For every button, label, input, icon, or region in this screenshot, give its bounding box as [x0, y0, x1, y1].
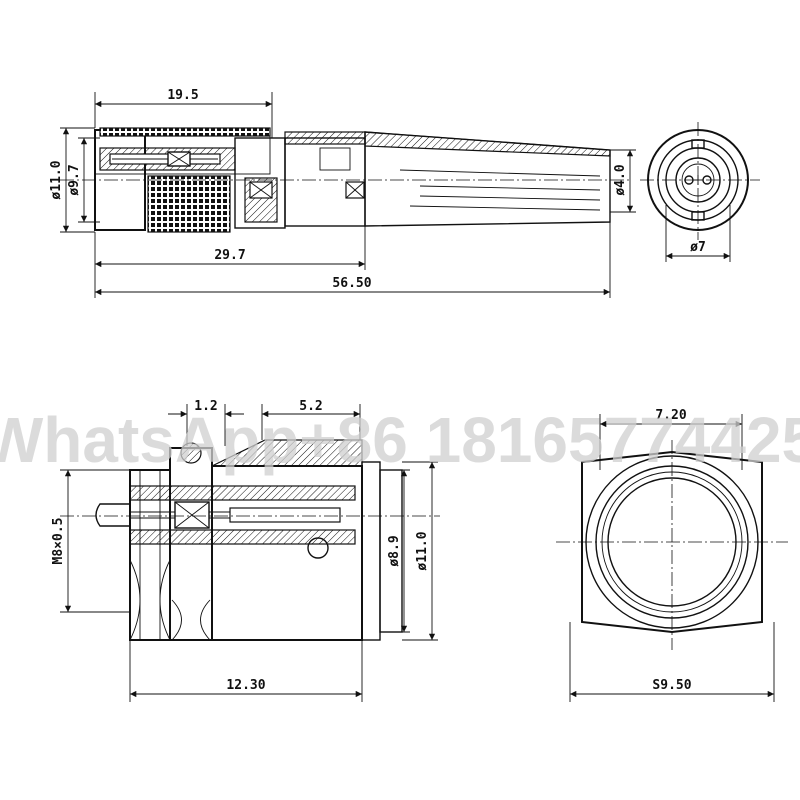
dim-flange-thickness: 1.2: [194, 399, 217, 414]
end-view-hex: 7.20 S9.50: [556, 408, 788, 702]
side-view-receptacle: 1.2 5.2 M8×0.5 ø8.9 ø11.0 12.30: [51, 399, 440, 702]
dim-body-diameter: ø8.9: [387, 535, 402, 566]
dim-cable-diameter: ø4.0: [613, 164, 628, 195]
dim-end-diameter: ø7: [690, 240, 706, 255]
dim-body-length: 19.5: [167, 88, 198, 103]
dim-hex-inner: 7.20: [655, 408, 686, 423]
dim-mid-length: 29.7: [214, 248, 245, 263]
knurl-band-top: [99, 127, 271, 137]
dim-nut-length: 5.2: [299, 399, 322, 414]
dim-hex-across-flats: S9.50: [652, 678, 691, 693]
dim-outer-diameter: ø11.0: [49, 160, 64, 199]
contact-pin: [95, 503, 131, 527]
dim-receptacle-length: 12.30: [226, 678, 265, 693]
dim-receptacle-outer-diameter: ø11.0: [415, 531, 430, 570]
watermark: WhatsApp+86 18165774425: [0, 404, 800, 476]
dim-thread: M8×0.5: [51, 518, 66, 565]
side-view-connector: 19.5 ø11.0 ø9.7 29.7 56.50 ø4.0: [49, 88, 636, 298]
dim-inner-diameter: ø9.7: [67, 164, 82, 195]
dim-total-length: 56.50: [332, 276, 371, 291]
end-view-connector: ø7: [640, 122, 760, 262]
coupling-nut-knurl: [147, 175, 231, 233]
